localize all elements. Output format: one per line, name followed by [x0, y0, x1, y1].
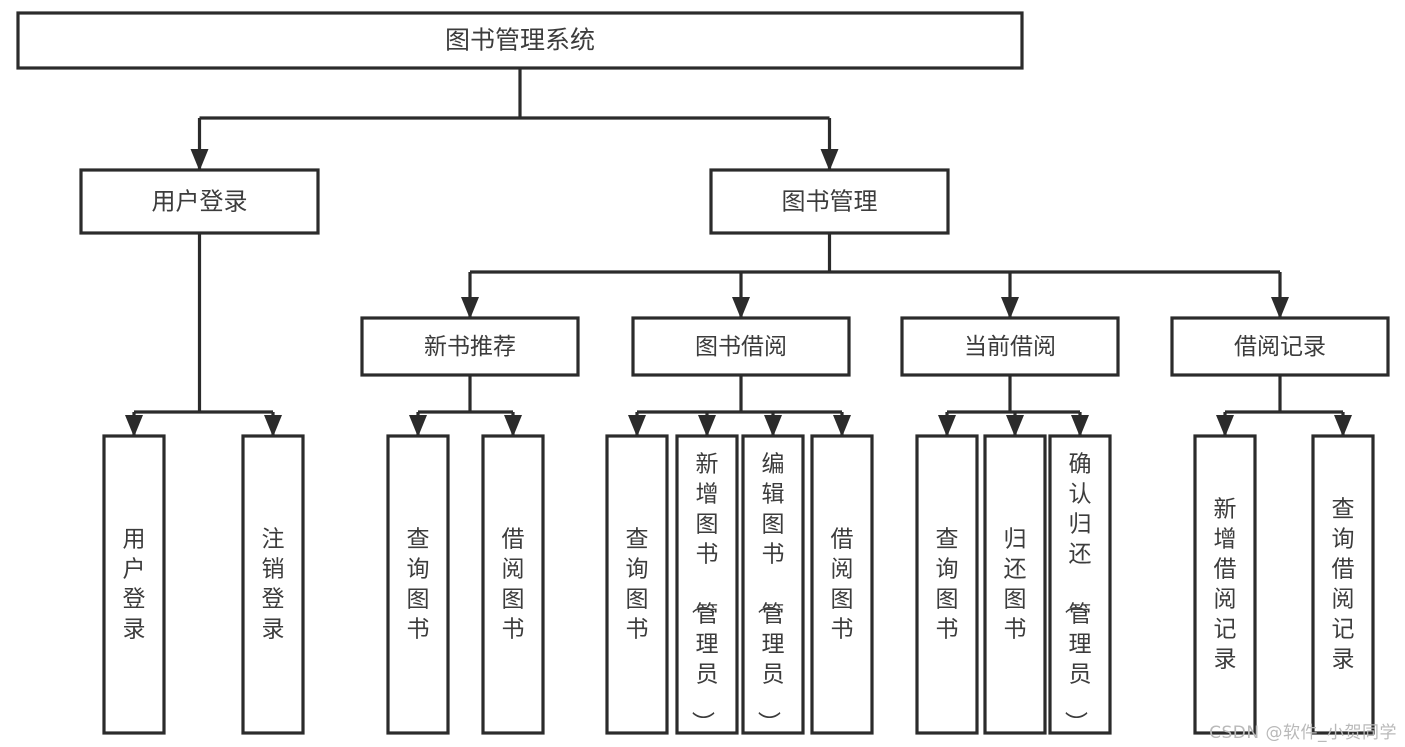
node-label: 确认归还（管理员）: [1063, 451, 1092, 734]
node-leaf-edit-book[interactable]: 编辑图书（管理员）: [741, 434, 805, 735]
node-leaf-borrow-book-2[interactable]: 借阅图书: [810, 434, 874, 735]
node-box: [481, 434, 545, 735]
arrow-head: [938, 415, 956, 437]
node-label: 图书管理系统: [445, 26, 595, 55]
node-label: 当前借阅: [964, 334, 1056, 360]
arrow-head: [732, 297, 750, 319]
node-label: 查询图书: [936, 526, 959, 642]
node-label: 图书管理: [782, 188, 878, 216]
node-box: [1048, 434, 1112, 735]
node-label: 查询借阅记录: [1332, 496, 1355, 672]
node-box: [675, 434, 739, 735]
node-book-manage[interactable]: 图书管理: [709, 168, 950, 235]
arrow-head: [628, 415, 646, 437]
node-leaf-query-book-1[interactable]: 查询图书: [386, 434, 450, 735]
node-label: 查询图书: [407, 526, 430, 642]
node-box: [16, 11, 1024, 70]
arrow-head: [264, 415, 282, 437]
node-box: [1311, 434, 1375, 735]
node-label: 新增图书（管理员）: [690, 451, 719, 734]
node-root[interactable]: 图书管理系统: [16, 11, 1024, 70]
node-box: [983, 434, 1047, 735]
node-box: [741, 434, 805, 735]
arrow-head: [698, 415, 716, 437]
node-leaf-return-book[interactable]: 归还图书: [983, 434, 1047, 735]
arrow-head: [190, 149, 209, 171]
node-label: 编辑图书（管理员）: [756, 451, 785, 734]
node-leaf-query-book-2[interactable]: 查询图书: [605, 434, 669, 735]
node-label: 借阅记录: [1234, 334, 1326, 360]
arrow-head: [1001, 297, 1019, 319]
arrow-head: [409, 415, 427, 437]
node-label: 借阅图书: [831, 526, 854, 642]
node-box: [709, 168, 950, 235]
arrow-head: [504, 415, 522, 437]
node-leaf-add-book[interactable]: 新增图书（管理员）: [675, 434, 739, 735]
node-box: [386, 434, 450, 735]
node-label: 注销登录: [262, 526, 285, 642]
node-leaf-borrow-book-1[interactable]: 借阅图书: [481, 434, 545, 735]
node-leaf-add-record[interactable]: 新增借阅记录: [1193, 434, 1257, 735]
node-leaf-logout[interactable]: 注销登录: [241, 434, 305, 735]
node-box: [915, 434, 979, 735]
arrow-head: [820, 149, 839, 171]
node-leaf-query-record[interactable]: 查询借阅记录: [1311, 434, 1375, 735]
node-label: 查询图书: [626, 526, 649, 642]
arrow-head: [764, 415, 782, 437]
node-box: [1193, 434, 1257, 735]
node-leaf-query-book-3[interactable]: 查询图书: [915, 434, 979, 735]
node-box: [360, 316, 580, 377]
node-current-borrow[interactable]: 当前借阅: [900, 316, 1120, 377]
node-leaf-user-login[interactable]: 用户登录: [102, 434, 166, 735]
node-box: [605, 434, 669, 735]
node-label: 新书推荐: [424, 334, 516, 360]
node-box: [810, 434, 874, 735]
arrow-head: [833, 415, 851, 437]
node-user-login[interactable]: 用户登录: [79, 168, 320, 235]
node-label: 用户登录: [152, 188, 248, 216]
node-box: [1170, 316, 1390, 377]
arrow-head: [1334, 415, 1352, 437]
edge-layer: [125, 68, 1352, 437]
node-label: 用户登录: [123, 526, 146, 642]
arrow-head: [1006, 415, 1024, 437]
node-new-book-rec[interactable]: 新书推荐: [360, 316, 580, 377]
node-borrow-record[interactable]: 借阅记录: [1170, 316, 1390, 377]
node-box: [79, 168, 320, 235]
arrow-head: [1216, 415, 1234, 437]
node-box: [900, 316, 1120, 377]
node-label: 归还图书: [1004, 526, 1027, 642]
arrow-head: [125, 415, 143, 437]
node-book-borrow[interactable]: 图书借阅: [631, 316, 851, 377]
node-box: [631, 316, 851, 377]
arrow-head: [461, 297, 479, 319]
node-label: 图书借阅: [695, 334, 787, 360]
arrow-head: [1071, 415, 1089, 437]
node-box: [102, 434, 166, 735]
node-label: 新增借阅记录: [1214, 496, 1237, 672]
node-layer: 图书管理系统用户登录图书管理新书推荐图书借阅当前借阅借阅记录用户登录注销登录查询…: [16, 11, 1390, 735]
node-leaf-confirm-return[interactable]: 确认归还（管理员）: [1048, 434, 1112, 735]
arrow-head: [1271, 297, 1289, 319]
node-label: 借阅图书: [502, 526, 525, 642]
node-box: [241, 434, 305, 735]
